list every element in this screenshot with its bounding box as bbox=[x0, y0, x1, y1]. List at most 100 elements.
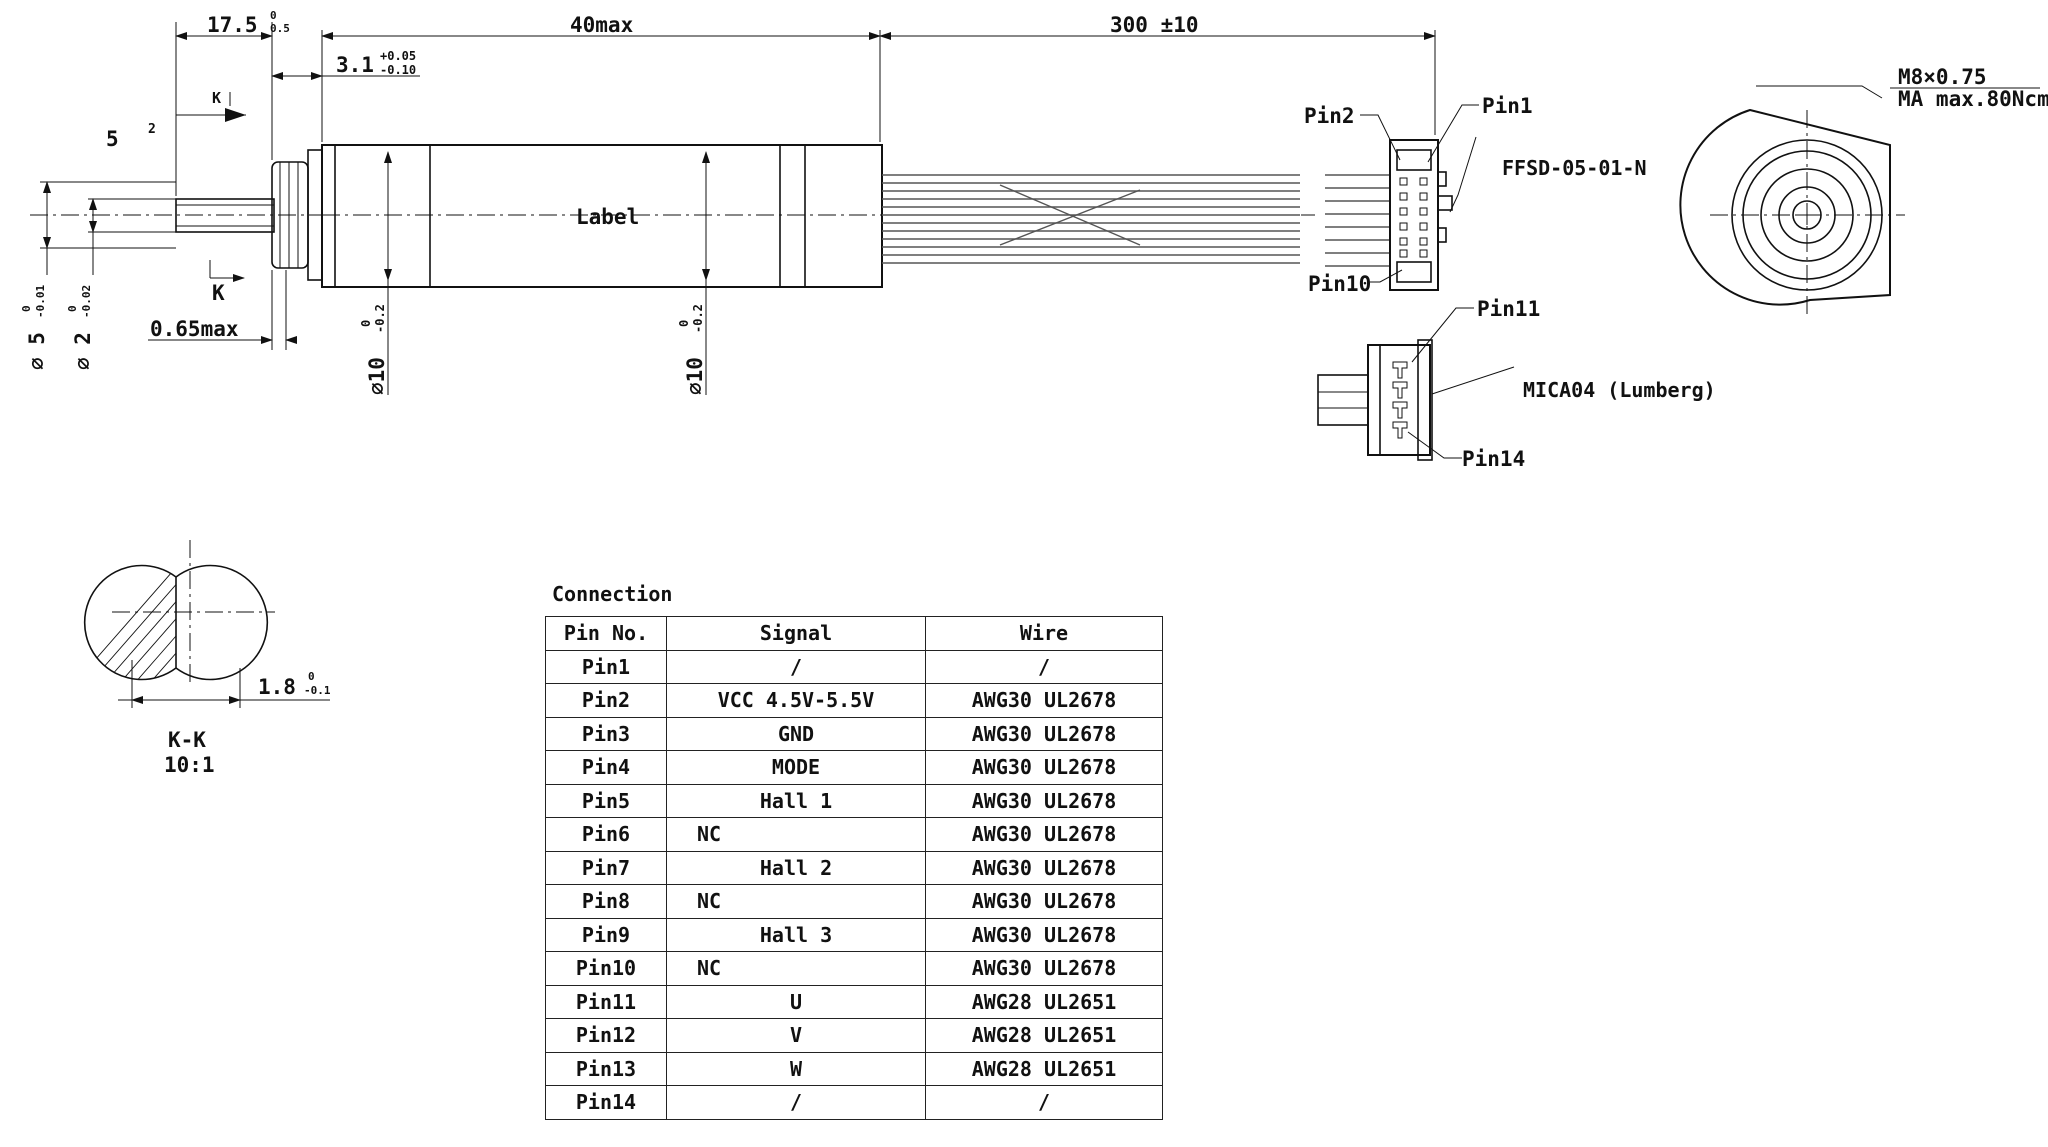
dim-dia-shaft-tol-upper: 0 bbox=[66, 305, 79, 312]
cell-pin: Pin9 bbox=[545, 917, 667, 952]
shaft bbox=[175, 198, 275, 233]
dim-dia-body-2: ⌀10 bbox=[683, 357, 707, 395]
cell-wire: AWG28 UL2651 bbox=[925, 1051, 1163, 1086]
motor-side-view: Label bbox=[30, 144, 1390, 395]
dim-flat-angle: 2 bbox=[148, 122, 156, 137]
header-pin: Pin No. bbox=[545, 616, 667, 651]
end-view: M8×0.75 MA max.80Ncm bbox=[1679, 65, 2048, 315]
cell-signal: Hall 3 bbox=[666, 917, 926, 952]
cell-signal: Hall 1 bbox=[666, 783, 926, 818]
dim-dia-flat: ⌀ 5 bbox=[25, 332, 49, 370]
section-mark-bottom: K bbox=[212, 281, 225, 305]
cell-pin: Pin13 bbox=[545, 1051, 667, 1086]
cell-pin: Pin6 bbox=[545, 817, 667, 852]
ffsd-part-label: FFSD-05-01-N bbox=[1502, 156, 1647, 180]
section-flat-tol-lower: -0.1 bbox=[304, 684, 331, 697]
dim-shaft-length: 17.5 bbox=[207, 13, 258, 37]
table-row: Pin14// bbox=[545, 1085, 1163, 1120]
cell-wire: AWG28 UL2651 bbox=[925, 984, 1163, 1019]
dim-dia-shaft-tol-lower: -0.02 bbox=[80, 285, 93, 318]
cell-pin: Pin2 bbox=[545, 683, 667, 718]
ffsd-connector: Pin2 Pin1 FFSD-05-01-N Pin10 bbox=[1304, 94, 1647, 296]
mica-pin14-label: Pin14 bbox=[1462, 447, 1525, 471]
cell-wire: AWG30 UL2678 bbox=[925, 850, 1163, 885]
dim-thread-length: 3.1 bbox=[336, 53, 374, 77]
section-flat-tol-upper: 0 bbox=[308, 670, 315, 683]
table-row: Pin1// bbox=[545, 649, 1163, 684]
dim-dia-flat-tol-lower: -0.01 bbox=[34, 285, 47, 318]
header-wire: Wire bbox=[925, 616, 1163, 651]
cell-signal: MODE bbox=[666, 750, 926, 785]
ffsd-pin10-label: Pin10 bbox=[1308, 272, 1371, 296]
dim-body-length: 40max bbox=[570, 13, 634, 37]
cell-signal: NC bbox=[666, 817, 926, 852]
section-mark-top: K bbox=[212, 89, 221, 107]
cell-pin: Pin12 bbox=[545, 1018, 667, 1053]
cell-wire: AWG30 UL2678 bbox=[925, 951, 1163, 986]
cell-wire: AWG30 UL2678 bbox=[925, 716, 1163, 751]
dim-dia-flat-tol-upper: 0 bbox=[20, 305, 33, 312]
dim-dia-shaft: ⌀ 2 bbox=[71, 332, 95, 370]
section-name: K-K bbox=[168, 728, 206, 752]
cell-pin: Pin8 bbox=[545, 884, 667, 919]
mica-pin11-label: Pin11 bbox=[1477, 297, 1540, 321]
table-header-row: Pin No. Signal Wire bbox=[545, 616, 1163, 651]
cell-wire: AWG30 UL2678 bbox=[925, 917, 1163, 952]
dim-dia-body-1-tol-upper: 0 bbox=[359, 320, 373, 327]
ffsd-pin1-label: Pin1 bbox=[1482, 94, 1533, 118]
cell-wire: / bbox=[925, 1085, 1163, 1120]
dimension-lines: K bbox=[40, 22, 1436, 350]
dim-thread-tol-upper: +0.05 bbox=[380, 49, 416, 63]
cell-wire: AWG30 UL2678 bbox=[925, 884, 1163, 919]
cell-signal: U bbox=[666, 984, 926, 1019]
cable-bundle bbox=[882, 174, 1300, 264]
ffsd-pin2-label: Pin2 bbox=[1304, 104, 1355, 128]
cell-signal: NC bbox=[666, 951, 926, 986]
cell-pin: Pin4 bbox=[545, 750, 667, 785]
dim-cable-length: 300 ±10 bbox=[1110, 13, 1199, 37]
dim-shaft-length-tol-lower: 0.5 bbox=[270, 22, 290, 35]
section-kk: 1.8 0 -0.1 K-K 10:1 bbox=[83, 540, 331, 777]
dim-thread-tol-lower: -0.10 bbox=[380, 63, 416, 77]
cell-signal: V bbox=[666, 1018, 926, 1053]
cell-signal: W bbox=[666, 1051, 926, 1086]
cell-pin: Pin11 bbox=[545, 984, 667, 1019]
mica-connector: Pin11 MICA04 (Lumberg) Pin14 bbox=[1317, 297, 1716, 471]
dim-dia-body-2-tol-upper: 0 bbox=[677, 320, 691, 327]
cell-pin: Pin3 bbox=[545, 716, 667, 751]
end-view-thread: M8×0.75 bbox=[1898, 65, 1987, 89]
cell-pin: Pin5 bbox=[545, 783, 667, 818]
cell-wire: AWG28 UL2651 bbox=[925, 1018, 1163, 1053]
cell-wire: AWG30 UL2678 bbox=[925, 750, 1163, 785]
dimension-texts: 17.5 0 0.5 3.1 +0.05 -0.10 40max 300 ±10… bbox=[20, 9, 1199, 395]
dim-dia-body-2-tol-lower: -0.2 bbox=[691, 304, 705, 333]
section-flat-dim: 1.8 bbox=[258, 675, 296, 699]
cell-signal: Hall 2 bbox=[666, 850, 926, 885]
table-caption: Connection bbox=[552, 582, 673, 606]
cell-signal: / bbox=[666, 649, 926, 684]
mica-part-label: MICA04 (Lumberg) bbox=[1523, 378, 1716, 402]
cell-pin: Pin7 bbox=[545, 850, 667, 885]
dim-dia-body-1: ⌀10 bbox=[365, 357, 389, 395]
dim-gap: 0.65max bbox=[150, 317, 239, 341]
cell-signal: / bbox=[666, 1085, 926, 1120]
cell-signal: GND bbox=[666, 716, 926, 751]
cell-signal: NC bbox=[666, 884, 926, 919]
end-view-torque: MA max.80Ncm bbox=[1898, 87, 2048, 111]
cell-wire: AWG30 UL2678 bbox=[925, 683, 1163, 718]
cell-pin: Pin14 bbox=[545, 1085, 667, 1120]
section-scale: 10:1 bbox=[164, 753, 215, 777]
dim-dia-body-1-tol-lower: -0.2 bbox=[373, 304, 387, 333]
